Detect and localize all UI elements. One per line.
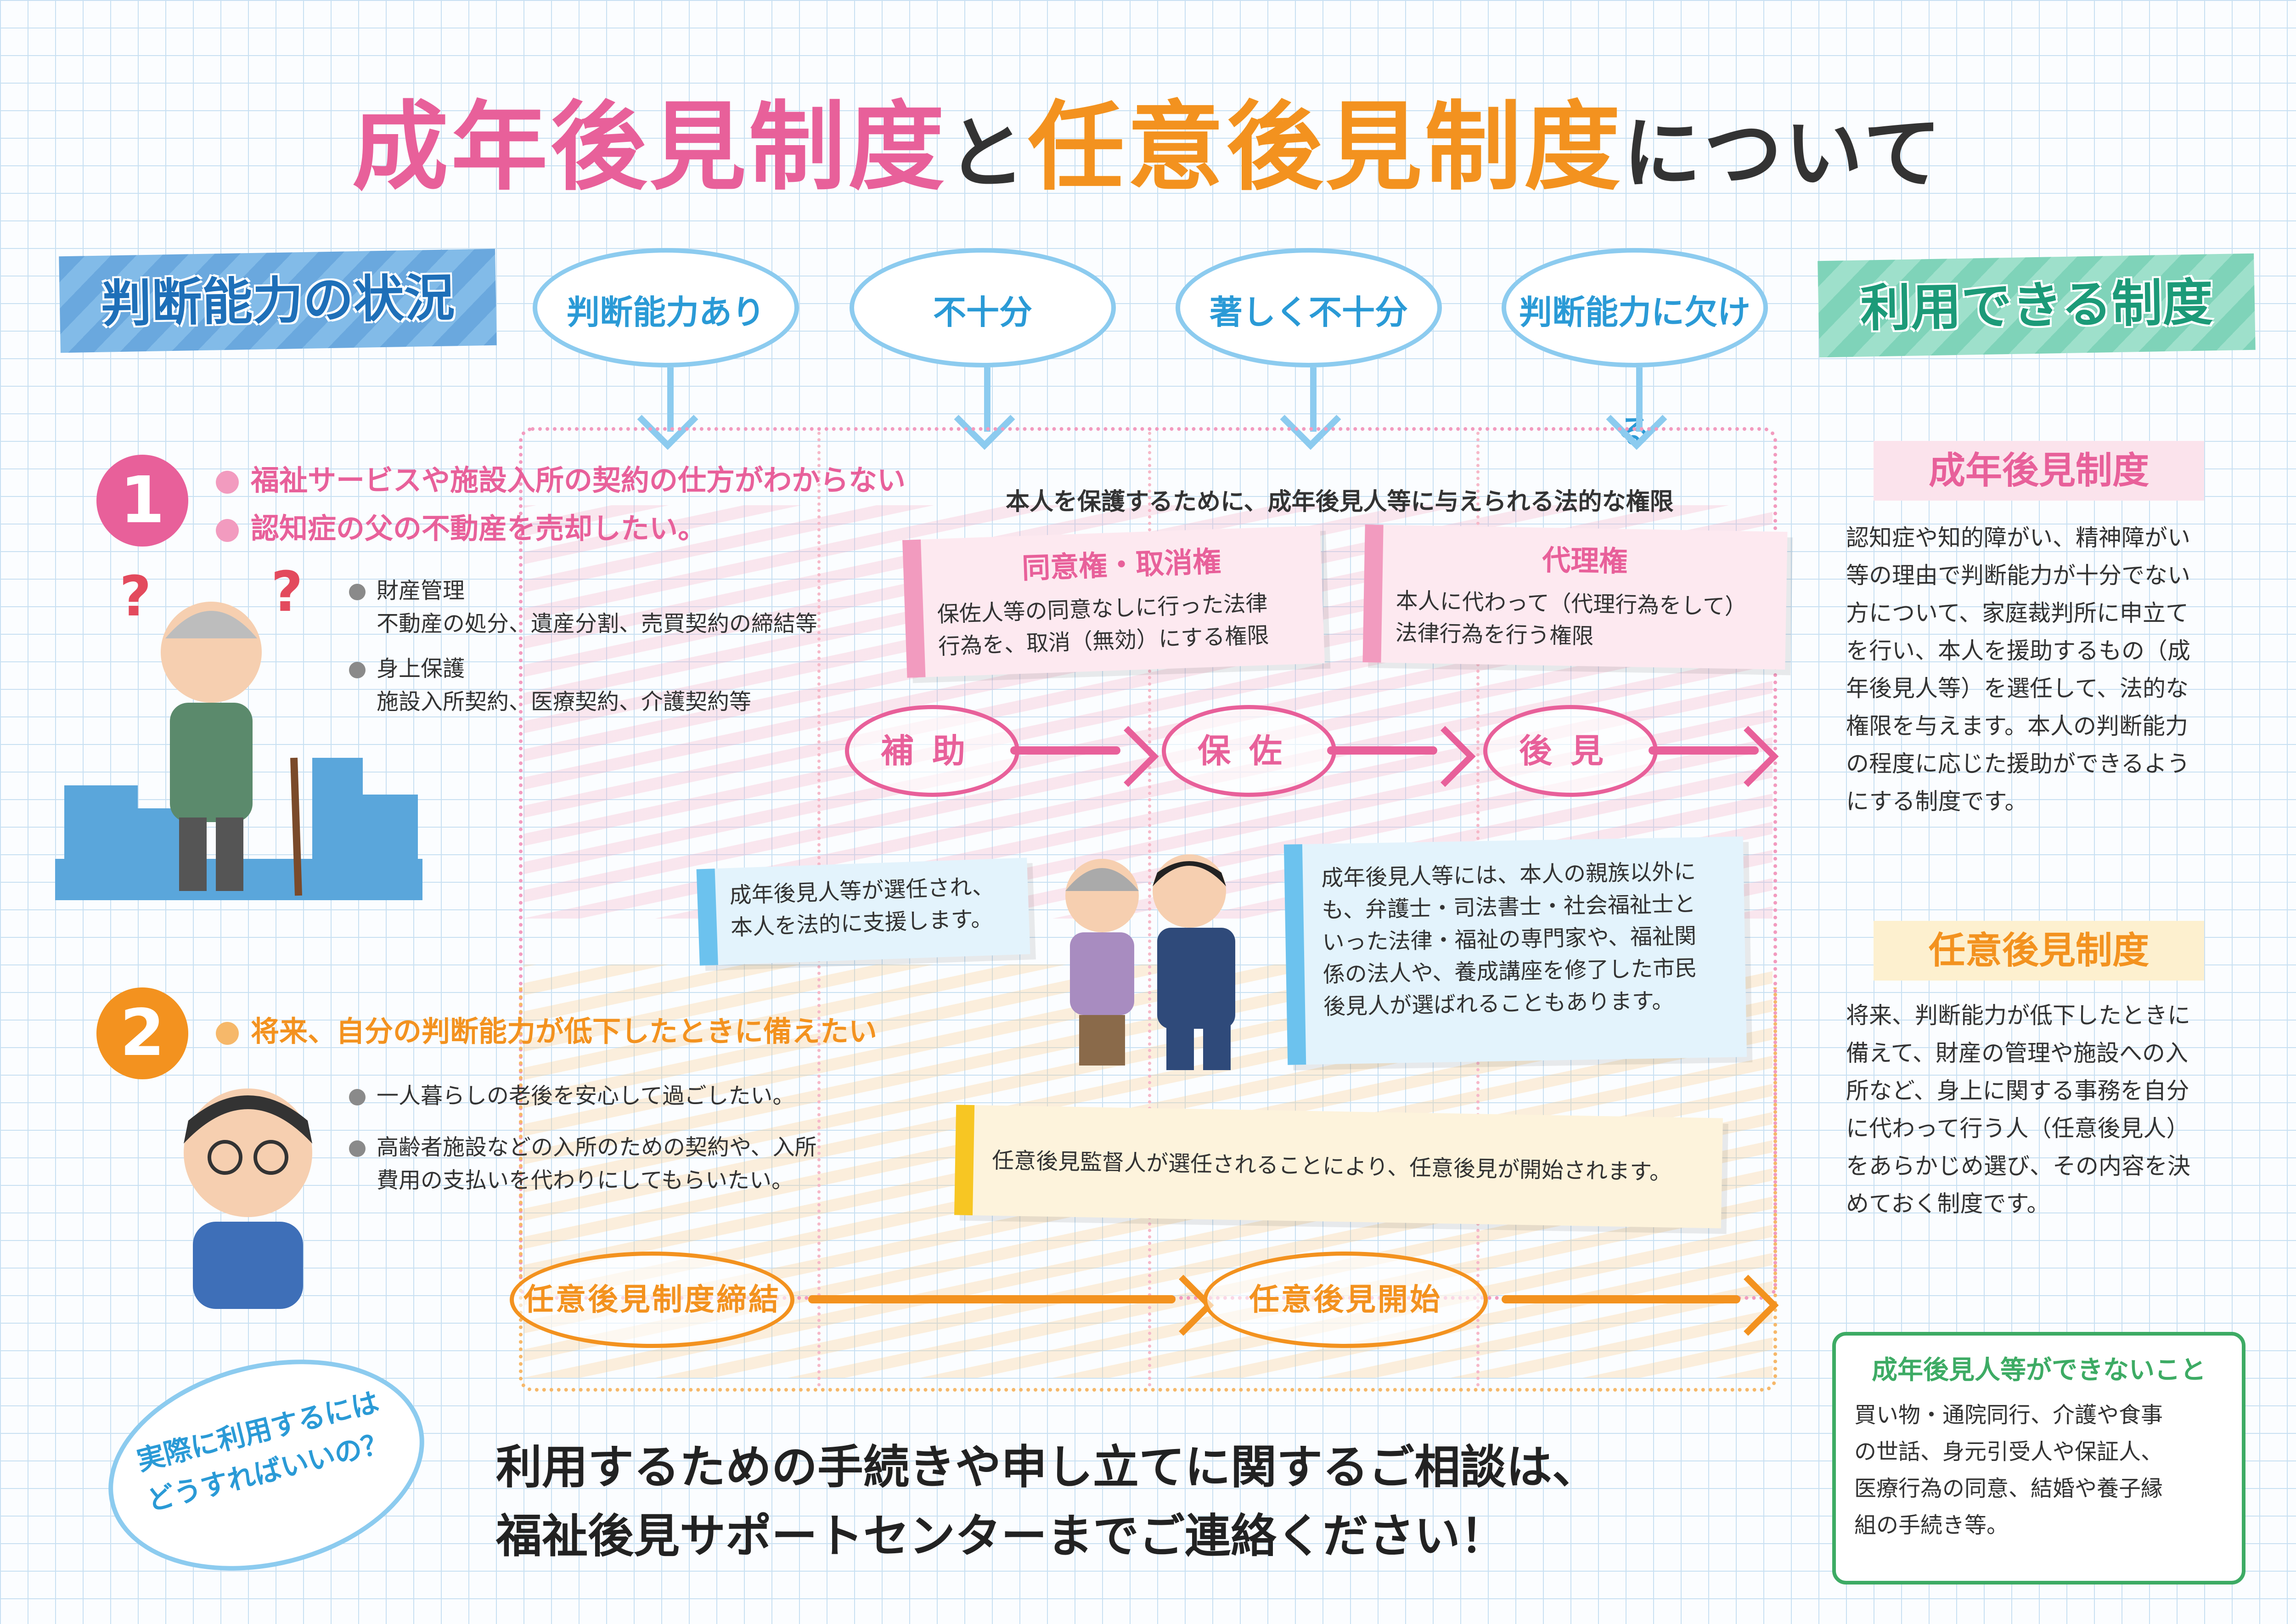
case1-item: 認知症の父の不動産を売却したい。 — [216, 505, 706, 547]
arrow-line — [1010, 746, 1120, 755]
sub-item: 一人暮らしの老後を安心して過ごしたい。 — [377, 1083, 795, 1109]
cannot-title: 成年後見人等ができないこと — [1872, 1355, 2206, 1385]
note-title: 代理権 — [1542, 543, 1628, 578]
stage-guardianship: 後見 — [1483, 705, 1658, 797]
text-line: 方について、家庭裁判所に申立て — [1846, 600, 2189, 626]
case2-item-text: 将来、自分の判断能力が低下したときに備えたい — [251, 1015, 878, 1048]
case1-sub-personal: 身上保護 施設入所契約、医療契約、介護契約等 — [349, 652, 751, 718]
text-line: めておく制度です。 — [1846, 1190, 2050, 1217]
text-line: 買い物・通院同行、介護や食事 — [1854, 1402, 2163, 1428]
note-supervisor: 任意後見監督人が選任されることにより、任意後見が開始されます。 — [954, 1105, 1723, 1229]
text-line: 組の手続き等。 — [1854, 1512, 2009, 1538]
sub-item: 高齢者施設などの入所のための契約や、入所 — [377, 1134, 817, 1160]
bullet-icon — [216, 519, 239, 542]
case1-item-text: 認知症の父の不動産を売却したい。 — [251, 512, 707, 545]
text-line: 権限を与えます。本人の判断能力 — [1846, 713, 2188, 739]
text-line: 医療行為の同意、結婚や養子縁 — [1854, 1476, 2163, 1501]
arrow-line — [1502, 1295, 1740, 1303]
text-line: 所など、身上に関する事務を自分 — [1846, 1077, 2189, 1104]
stage-voluntary-contract: 任意後見制度締結 — [510, 1252, 794, 1348]
note-experts: 成年後見人等には、本人の親族以外に も、弁護士・司法書士・社会福祉士と いった法… — [1283, 836, 1747, 1065]
consultation-message: 利用するための手続きや申し立てに関するご相談は、 福祉後見サポートセンターまでご… — [496, 1433, 1598, 1571]
case-number-1: 1 — [96, 455, 188, 547]
case-number-2: 2 — [96, 987, 188, 1079]
arrow-line — [1649, 746, 1759, 755]
arrow-line — [808, 1295, 1176, 1303]
title-voluntary-guardianship: 任意後見制度 — [1028, 91, 1623, 203]
down-arrow-icon — [1310, 367, 1317, 432]
sub-head: 身上保護 — [377, 656, 465, 682]
case2-item: 将来、自分の判断能力が低下したときに備えたい — [216, 1008, 877, 1049]
right-title-voluntary: 任意後見制度 — [1874, 921, 2204, 981]
title-about: について — [1623, 108, 1944, 199]
thinking-man-illustration — [184, 1088, 312, 1309]
text-line: を行い、本人を援助するもの（成 — [1846, 637, 2190, 664]
note-title: 同意権・取消権 — [1021, 544, 1222, 585]
bullet-icon — [349, 1089, 366, 1105]
bullet-icon — [349, 584, 366, 600]
text-line: をあらかじめ選び、その内容を決 — [1846, 1153, 2190, 1179]
sub-head: 財産管理 — [377, 578, 465, 603]
arrow-line — [1327, 746, 1437, 755]
down-arrow-icon — [667, 367, 674, 432]
column-divider — [1148, 432, 1151, 1387]
sub-detail: 不動産の処分、遺産分割、売買契約の締結等 — [377, 611, 818, 637]
support-staff-illustration — [1065, 854, 1235, 1070]
svg-text:?: ? — [119, 565, 152, 629]
right-title-adult: 成年後見制度 — [1874, 441, 2204, 501]
text-line: にする制度です。 — [1846, 788, 2028, 815]
note-agency: 代理権 本人に代わって（代理行為をして） 法律行為を行う権限 — [1362, 524, 1788, 670]
bullet-icon — [216, 470, 239, 494]
bullet-icon — [349, 662, 366, 678]
elderly-man-illustration: ? ? — [55, 565, 422, 900]
text-line: に代わって行う人（任意後見人） — [1846, 1115, 2189, 1142]
bullet-icon — [216, 1021, 239, 1045]
tape-judgment-status: 判断能力の状況 — [59, 248, 497, 353]
note-line: 後見人が選ばれることもあります。 — [1323, 987, 1674, 1020]
stage-voluntary-start: 任意後見開始 — [1203, 1252, 1488, 1348]
level-bubble-capable: 判断能力あり — [533, 248, 799, 367]
title-and: と — [947, 108, 1028, 199]
text-line: 認知症や知的障がい、精神障がい — [1846, 524, 2190, 551]
title-adult-guardianship: 成年後見制度 — [352, 91, 947, 203]
down-arrow-icon — [1636, 367, 1643, 432]
case1-item-text: 福祉サービスや施設入所の契約の仕方がわからない — [251, 463, 906, 497]
consult-line: 利用するための手続きや申し立てに関するご相談は、 — [496, 1440, 1598, 1494]
page-title: 成年後見制度と任意後見制度について — [0, 69, 2296, 209]
down-arrow-icon — [984, 367, 990, 432]
level-bubble-severely-insufficient: 著しく不十分 — [1176, 248, 1442, 367]
sub-item: 費用の支払いを代わりにしてもらいたい。 — [377, 1167, 794, 1193]
case1-sub-property: 財産管理 不動産の処分、遺産分割、売買契約の締結等 — [349, 574, 817, 640]
note-consent-rescission: 同意権・取消権 保佐人等の同意なしに行った法律 行為を、取消（無効）にする権限 — [902, 525, 1325, 678]
text-line: 将来、判断能力が低下したときに — [1846, 1002, 2190, 1029]
authority-caption: 本人を保護するために、成年後見人等に与えられる法的な権限 — [1006, 488, 1674, 516]
note-line: 法律行為を行う権限 — [1395, 620, 1594, 649]
note-selected-support: 成年後見人等が選任され、 本人を法的に支援します。 — [696, 857, 1030, 966]
right-text-voluntary: 将来、判断能力が低下したときに 備えて、財産の管理や施設への入 所など、身上に関… — [1846, 997, 2259, 1223]
right-text-adult: 認知症や知的障がい、精神障がい 等の理由で判断能力が十分でない 方について、家庭… — [1846, 519, 2259, 820]
cannot-do-box: 成年後見人等ができないこと 買い物・通院同行、介護や食事 の世話、身元引受人や保… — [1832, 1332, 2245, 1585]
text-line: 備えて、財産の管理や施設への入 — [1846, 1040, 2188, 1066]
text-line: の程度に応じた援助ができるよう — [1846, 750, 2190, 777]
stage-assistance: 補助 — [845, 705, 1019, 797]
bullet-icon — [349, 1140, 366, 1157]
svg-text:?: ? — [271, 565, 303, 624]
question-bubble: 実際に利用するには どうすればいいの？ — [86, 1328, 447, 1602]
level-bubble-insufficient: 不十分 — [850, 248, 1116, 367]
text-line: の世話、身元引受人や保証人、 — [1854, 1439, 2163, 1465]
tape-available-systems: 利用できる制度 — [1818, 253, 2256, 358]
sub-detail: 施設入所契約、医療契約、介護契約等 — [377, 689, 752, 715]
level-bubble-lacking: 判断能力に欠ける — [1502, 248, 1768, 451]
voluntary-guardianship-frame — [519, 987, 1777, 1392]
consult-line: 福祉後見サポートセンターまでご連絡ください！ — [496, 1509, 1506, 1563]
case1-item: 福祉サービスや施設入所の契約の仕方がわからない — [216, 457, 906, 498]
case2-sub-list: 一人暮らしの老後を安心して過ごしたい。 高齢者施設などの入所のための契約や、入所… — [349, 1079, 817, 1197]
note-line: 任意後見監督人が選任されることにより、任意後見が開始されます。 — [991, 1147, 1672, 1185]
text-line: 年後見人等）を選任して、法的な — [1846, 675, 2189, 702]
stage-curatorship: 保佐 — [1162, 705, 1336, 797]
text-line: 等の理由で判断能力が十分でない — [1846, 562, 2190, 589]
